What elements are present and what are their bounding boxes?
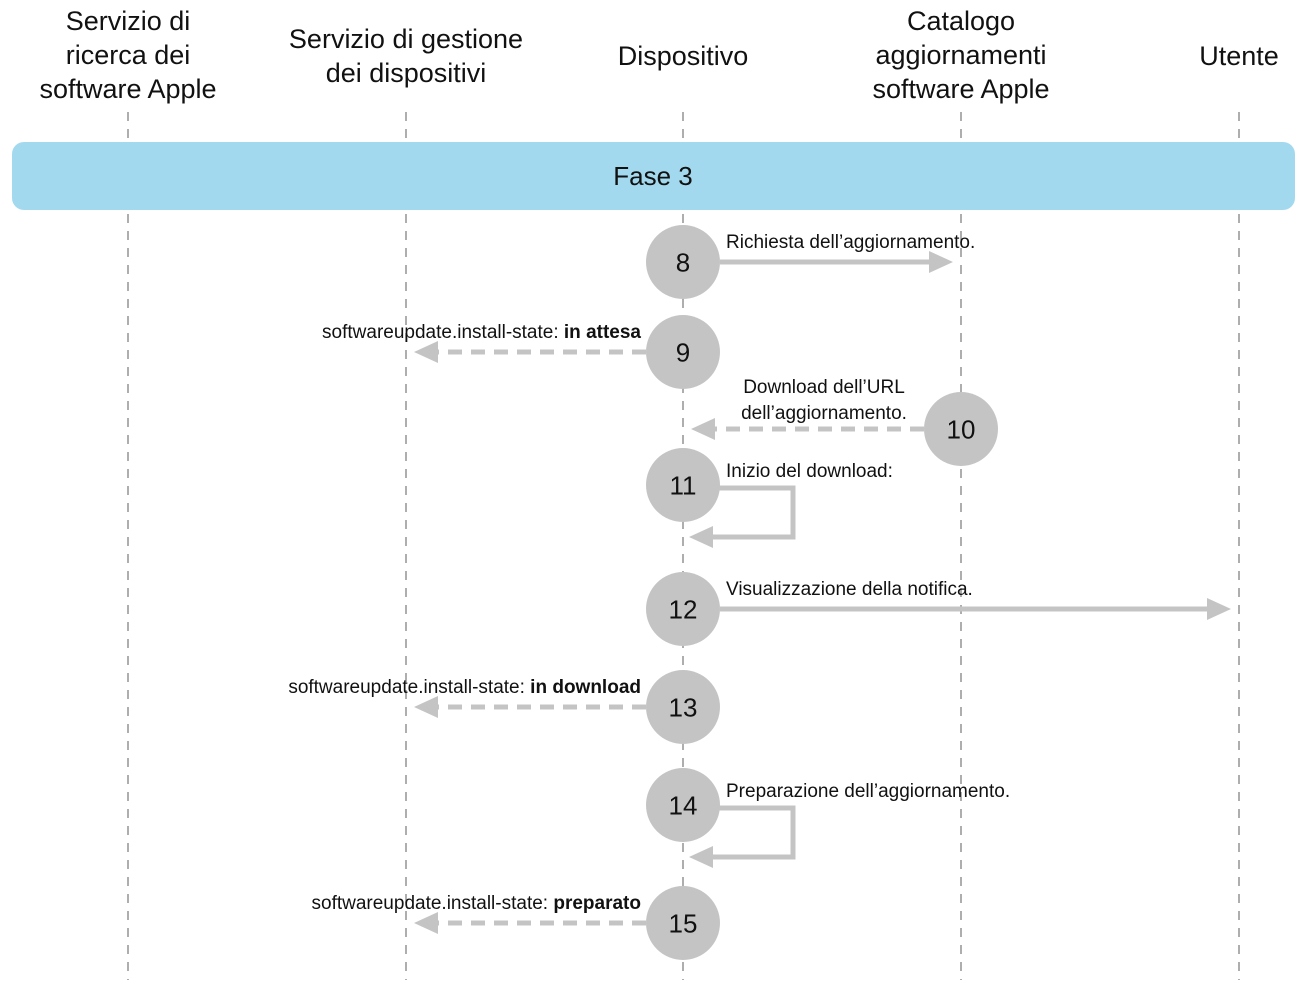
- arrow-head: [414, 341, 438, 363]
- step-label: Visualizzazione della notifica.: [726, 579, 973, 600]
- step-10: Download dell’URL dell’aggiornamento. 10: [691, 377, 998, 466]
- step-circle: [646, 886, 720, 960]
- lane-title-line: Utente: [1199, 41, 1279, 71]
- step-label: Preparazione dell’aggiornamento.: [726, 781, 1010, 802]
- lane-title-line: Servizio di gestione: [289, 24, 523, 54]
- step-label: softwareupdate.install-state: in downloa…: [288, 677, 641, 698]
- step-12: Visualizzazione della notifica. 12: [646, 572, 1231, 646]
- step-circle: [646, 768, 720, 842]
- step-label-text: Download dell’URL: [743, 377, 905, 398]
- arrow-head: [929, 251, 953, 273]
- step-label-text: dell’aggiornamento.: [741, 403, 907, 424]
- lane-lookup: Servizio di ricerca dei software Apple: [39, 6, 217, 980]
- arrow-head: [691, 418, 715, 440]
- step-13: softwareupdate.install-state: in downloa…: [288, 670, 720, 744]
- arrow-head: [414, 696, 438, 718]
- lane-title-line: Servizio di: [66, 6, 191, 36]
- step-label-text: softwareupdate.install-state:: [288, 677, 530, 698]
- self-loop-arrow: [711, 485, 796, 540]
- step-circle: [646, 670, 720, 744]
- step-number: 8: [676, 248, 690, 278]
- step-label: dell’aggiornamento.: [741, 403, 907, 424]
- lane-title-line: dei dispositivi: [326, 58, 487, 88]
- lane-title-line: software Apple: [39, 74, 216, 104]
- step-14: Preparazione dell’aggiornamento. 14: [646, 768, 1010, 868]
- step-label-state: preparato: [553, 893, 641, 914]
- step-label-text: Inizio del download:: [726, 461, 893, 482]
- step-label-text: softwareupdate.install-state:: [312, 893, 554, 914]
- phase-band: [12, 142, 1295, 210]
- step-circle: [646, 572, 720, 646]
- step-number: 10: [947, 415, 976, 445]
- self-loop-arrow: [711, 805, 796, 860]
- step-label-text: softwareupdate.install-state:: [322, 322, 564, 343]
- step-number: 13: [669, 693, 698, 723]
- step-number: 9: [676, 338, 690, 368]
- step-15: softwareupdate.install-state: preparato 1…: [312, 886, 720, 960]
- step-label-state: in attesa: [564, 322, 642, 343]
- step-label: softwareupdate.install-state: preparato: [312, 893, 642, 914]
- lane-catalog: Catalogo aggiornamenti software Apple: [872, 6, 1050, 980]
- arrow-head: [414, 912, 438, 934]
- step-label: Richiesta dell’aggiornamento.: [726, 232, 975, 253]
- step-number: 15: [669, 909, 698, 939]
- step-circle: [646, 448, 720, 522]
- phase-label: Fase 3: [613, 161, 693, 191]
- phase-band-group: Fase 3: [12, 142, 1295, 210]
- step-label-text: Richiesta dell’aggiornamento.: [726, 232, 975, 253]
- lane-mdm: Servizio di gestione dei dispositivi: [289, 24, 523, 980]
- step-label-state: in download: [530, 677, 641, 698]
- lane-title-line: Catalogo: [907, 6, 1015, 36]
- step-label: Inizio del download:: [726, 461, 893, 482]
- step-label-text: Preparazione dell’aggiornamento.: [726, 781, 1010, 802]
- lane-title-line: aggiornamenti: [875, 40, 1046, 70]
- step-circle: [646, 225, 720, 299]
- step-number: 14: [669, 791, 698, 821]
- step-number: 12: [669, 595, 698, 625]
- step-label: softwareupdate.install-state: in attesa: [322, 322, 641, 343]
- lane-title-line: ricerca dei: [66, 40, 191, 70]
- step-circle: [924, 392, 998, 466]
- step-9: softwareupdate.install-state: in attesa 9: [322, 315, 720, 389]
- lane-title-line: Dispositivo: [618, 41, 749, 71]
- step-label-text: Visualizzazione della notifica.: [726, 579, 973, 600]
- step-number: 11: [670, 471, 697, 501]
- lane-user: Utente: [1199, 41, 1279, 980]
- step-circle: [646, 315, 720, 389]
- lane-title-line: software Apple: [872, 74, 1049, 104]
- arrow-head: [1207, 598, 1231, 620]
- arrow-head: [689, 846, 713, 868]
- arrow-head: [689, 526, 713, 548]
- step-8: Richiesta dell’aggiornamento. 8: [646, 225, 975, 299]
- step-11: Inizio del download: 11: [646, 448, 893, 548]
- step-label: Download dell’URL: [743, 377, 905, 398]
